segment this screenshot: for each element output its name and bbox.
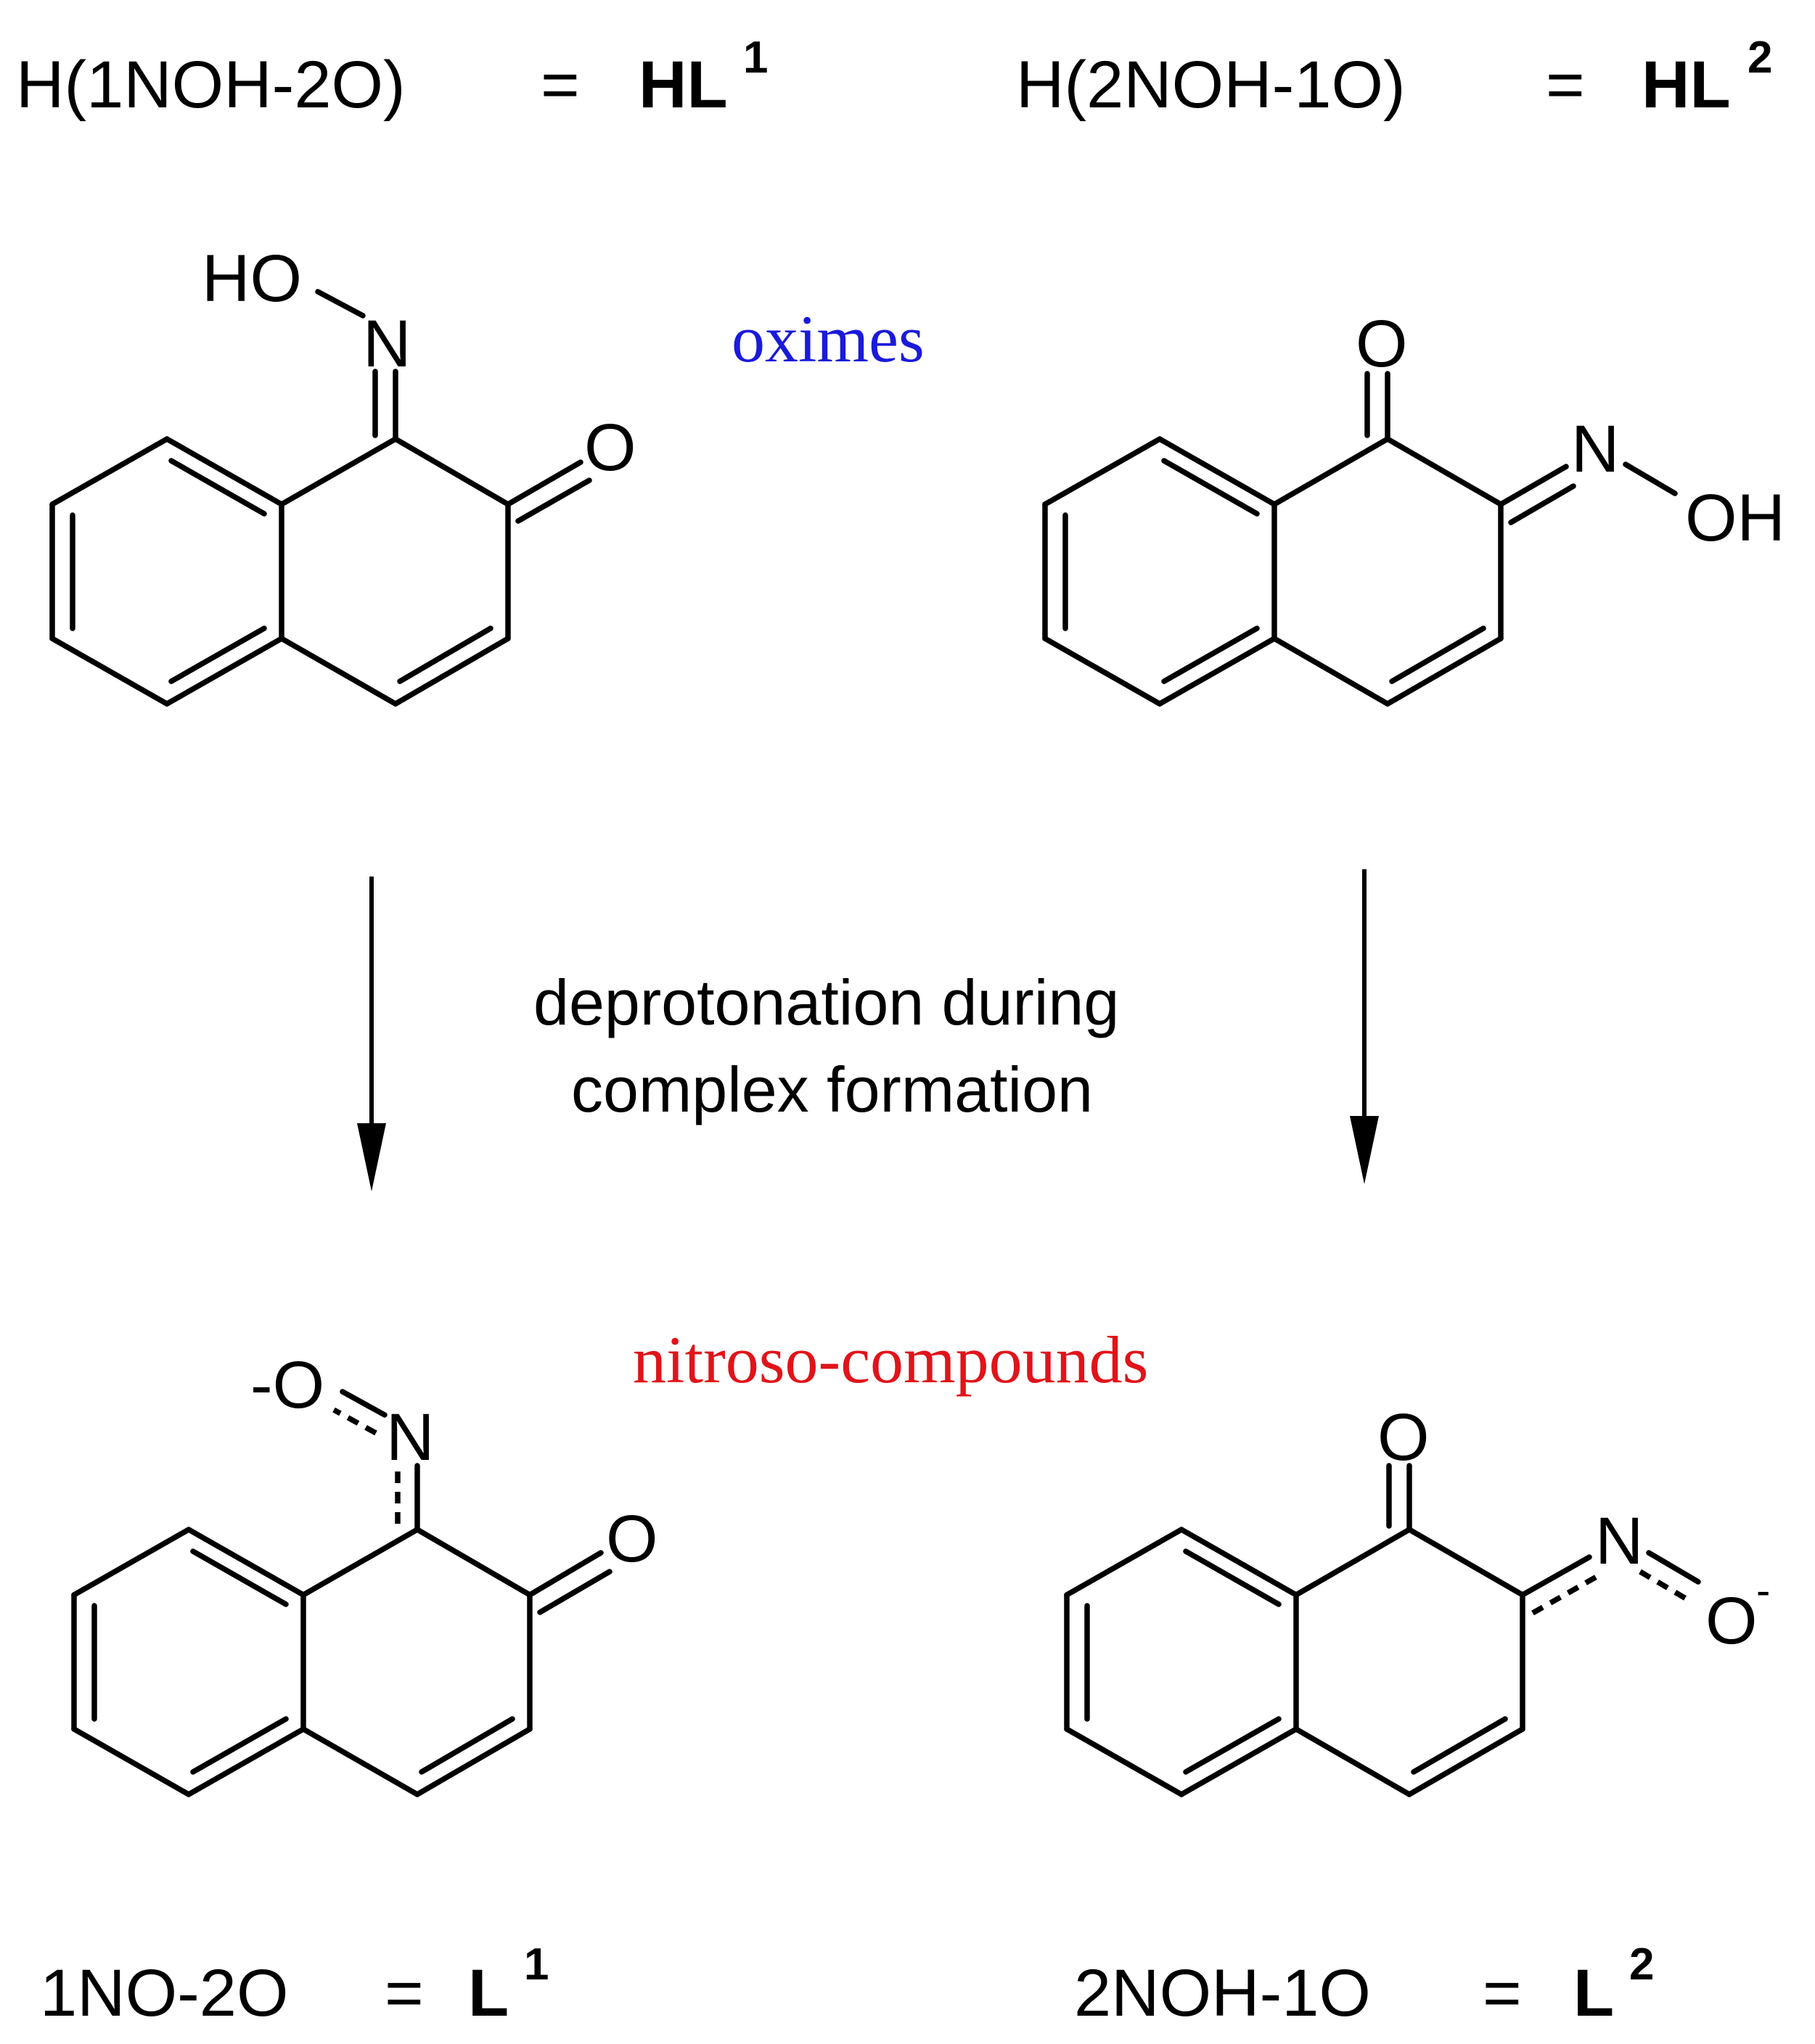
reaction-arrow-left bbox=[357, 877, 386, 1191]
nitrogen-atom: N bbox=[386, 1400, 434, 1474]
ligand-superscript-hl1: 1 bbox=[743, 33, 768, 83]
oxygen-atom: O bbox=[1377, 1400, 1430, 1474]
reaction-caption-line2: complex formation bbox=[571, 1054, 1093, 1125]
ligand-label-hl2: H(2NOH-1O) = HL 2 bbox=[1016, 33, 1772, 122]
nitrogen-atom: N bbox=[363, 307, 411, 381]
oxide-anion: O bbox=[1705, 1584, 1758, 1658]
ligand-symbol-hl2: HL bbox=[1642, 48, 1731, 122]
ligand-name-l2: 2NOH-1O bbox=[1074, 1956, 1371, 2030]
reaction-caption-line1: deprotonation during bbox=[533, 966, 1119, 1038]
ligand-symbol-l2: L bbox=[1573, 1956, 1614, 2030]
equals-sign: = bbox=[1483, 1956, 1522, 2030]
negative-charge: - bbox=[1756, 1567, 1770, 1614]
equals-sign: = bbox=[385, 1956, 424, 2030]
ligand-name-hl2: H(2NOH-1O) bbox=[1016, 48, 1406, 122]
oxide-anion: -O bbox=[250, 1348, 324, 1422]
ligand-name-l1: 1NO-2O bbox=[40, 1956, 289, 2030]
nitrogen-atom: N bbox=[1571, 412, 1619, 486]
hydroxyl-group: OH bbox=[1685, 481, 1785, 555]
nitroso-compounds-label: nitroso-compounds bbox=[633, 1323, 1148, 1397]
ligand-superscript-l2: 2 bbox=[1629, 1940, 1654, 1990]
molecule-hl1: O N HO bbox=[49, 242, 636, 707]
equals-sign: = bbox=[541, 48, 580, 122]
oximes-label: oximes bbox=[732, 302, 925, 376]
ligand-name-hl1: H(1NOH-2O) bbox=[16, 48, 406, 122]
oxygen-atom: O bbox=[1356, 307, 1408, 381]
ligand-superscript-hl2: 2 bbox=[1748, 33, 1772, 83]
oxygen-atom: O bbox=[606, 1502, 658, 1576]
nitrogen-atom: N bbox=[1595, 1504, 1643, 1578]
ligand-superscript-l1: 1 bbox=[524, 1940, 549, 1990]
equals-sign: = bbox=[1546, 48, 1585, 122]
ligand-symbol-l1: L bbox=[468, 1956, 509, 2030]
molecule-l1: O N -O bbox=[71, 1348, 658, 1797]
oxygen-atom: O bbox=[584, 411, 636, 485]
ligand-label-hl1: H(1NOH-2O) = HL 1 bbox=[16, 33, 768, 122]
ligand-label-l1: 1NO-2O = L 1 bbox=[40, 1940, 549, 2030]
molecule-l2: O N O - bbox=[1064, 1400, 1770, 1797]
ligand-label-l2: 2NOH-1O = L 2 bbox=[1074, 1940, 1654, 2030]
reaction-arrow-right bbox=[1350, 869, 1379, 1184]
molecule-hl2: O N OH bbox=[1042, 307, 1785, 707]
ligand-symbol-hl1: HL bbox=[639, 48, 728, 122]
hydroxyl-group: HO bbox=[202, 242, 302, 316]
